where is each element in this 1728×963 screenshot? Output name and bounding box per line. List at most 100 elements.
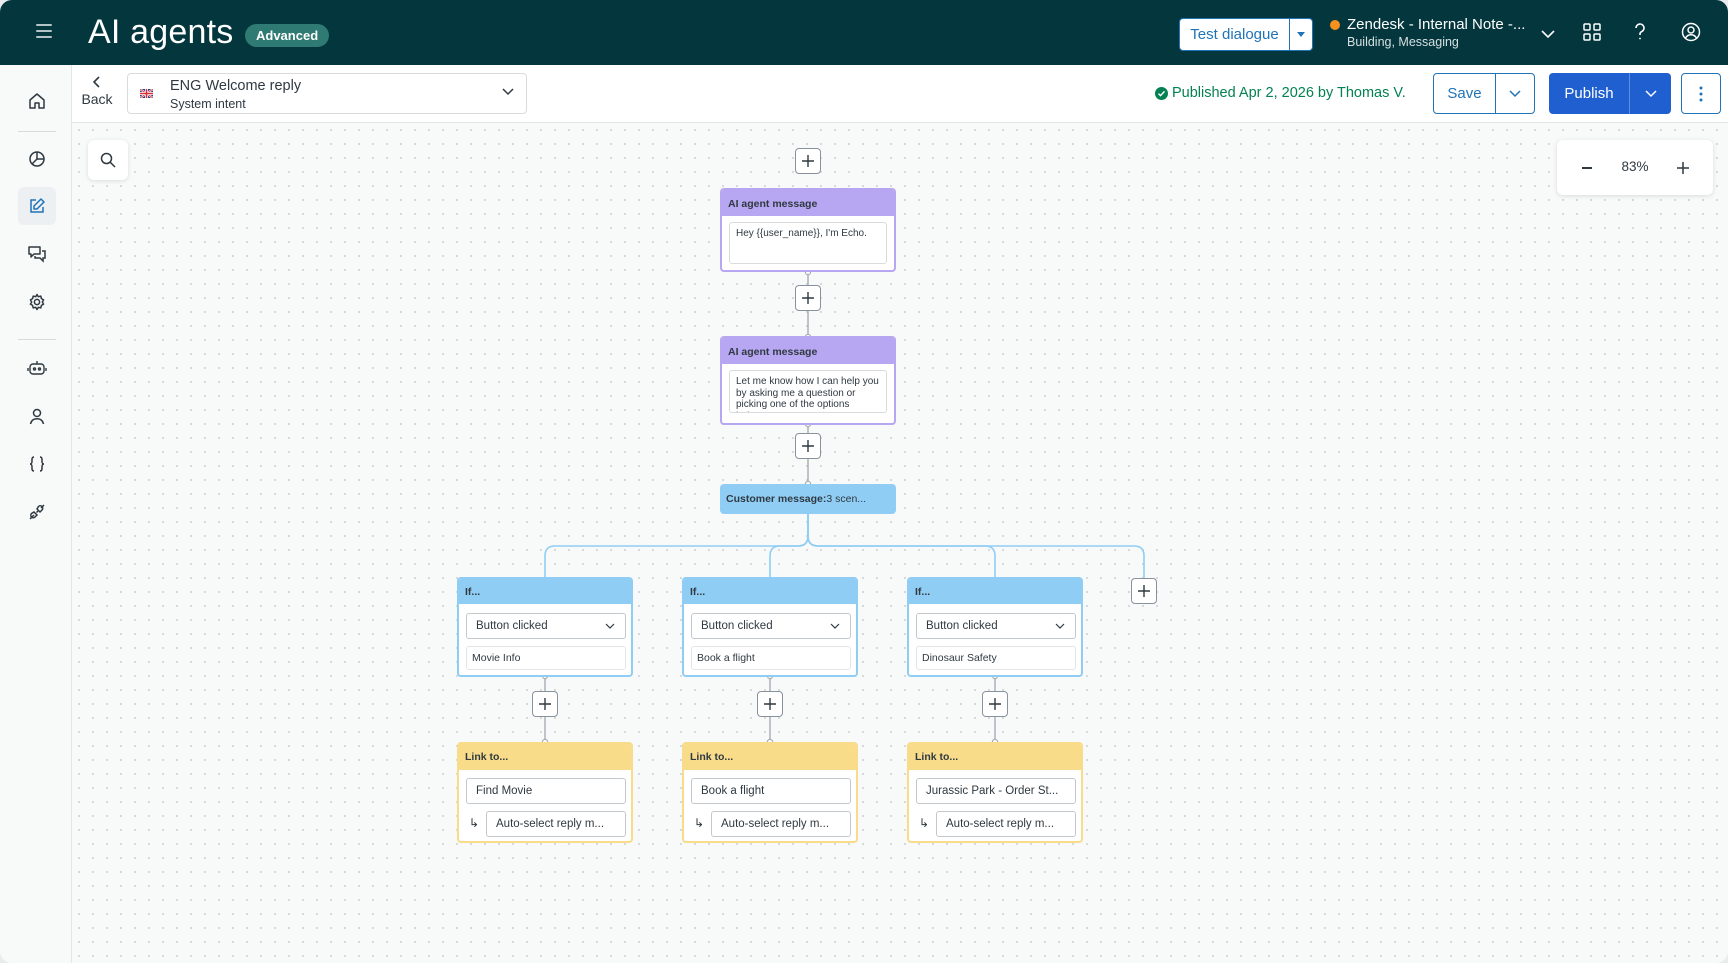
chevron-down-icon (502, 88, 514, 96)
plus-icon (802, 440, 814, 452)
zoom-in-button[interactable] (1673, 158, 1693, 178)
add-step-button[interactable] (795, 148, 821, 174)
link-to-node[interactable]: Link to... Book a flight ↳ Auto-select r… (682, 742, 858, 843)
node-title: AI agent message (722, 190, 894, 216)
message-text[interactable]: Hey {{user_name}}, I'm Echo. (729, 222, 887, 264)
settings-gear-icon[interactable] (18, 283, 56, 321)
condition-value[interactable]: Book a flight (691, 646, 851, 670)
intent-type: System intent (170, 97, 246, 111)
publish-options-button[interactable] (1630, 73, 1671, 114)
publish-button[interactable]: Publish (1549, 73, 1630, 114)
add-step-button[interactable] (795, 285, 821, 311)
analytics-icon[interactable] (18, 140, 56, 178)
agent-message-node[interactable]: AI agent message Hey {{user_name}}, I'm … (720, 188, 896, 272)
condition-type: Button clicked (476, 620, 548, 632)
integrations-plug-icon[interactable] (18, 493, 56, 531)
canvas-search-button[interactable] (88, 140, 128, 180)
menu-icon[interactable] (36, 24, 52, 38)
chevron-down-icon (605, 623, 615, 629)
plus-icon (802, 292, 814, 304)
chevron-down-icon (1055, 623, 1065, 629)
flow-canvas[interactable] (72, 123, 1728, 963)
save-split-button[interactable]: Save (1433, 73, 1535, 114)
link-target[interactable]: Jurassic Park - Order St... (916, 778, 1076, 804)
condition-select[interactable]: Button clicked (916, 613, 1076, 639)
node-title: AI agent message (722, 338, 894, 364)
back-button[interactable]: Back (80, 75, 114, 107)
search-icon (100, 152, 116, 168)
help-icon[interactable] (1629, 21, 1651, 43)
braces-icon[interactable] (18, 445, 56, 483)
chevron-left-icon (93, 76, 100, 88)
scenario-count: 3 scen... (826, 493, 867, 505)
node-title: Link to... (459, 744, 631, 770)
bot-icon[interactable] (18, 349, 56, 387)
add-step-button[interactable] (532, 691, 558, 717)
status-dot (1330, 20, 1340, 30)
condition-type: Button clicked (701, 620, 773, 632)
app-title: AI agents (88, 13, 234, 51)
add-step-button[interactable] (795, 433, 821, 459)
chevron-down-icon (1509, 89, 1521, 97)
home-icon[interactable] (18, 82, 56, 120)
return-arrow-icon: ↳ (469, 816, 480, 830)
add-scenario-button[interactable] (1131, 578, 1157, 604)
caret-down-icon (1297, 32, 1305, 37)
link-to-node[interactable]: Link to... Jurassic Park - Order St... ↳… (907, 742, 1083, 843)
test-dialogue-button[interactable]: Test dialogue (1179, 18, 1313, 51)
zoom-out-button[interactable] (1577, 158, 1597, 178)
publish-split-button[interactable]: Publish (1549, 73, 1671, 114)
node-title: Link to... (684, 744, 856, 770)
condition-value[interactable]: Dinosaur Safety (916, 646, 1076, 670)
node-title: Customer message:3 scen... (720, 484, 896, 514)
add-step-button[interactable] (982, 691, 1008, 717)
nav-divider (18, 131, 56, 132)
more-options-button[interactable] (1681, 73, 1721, 114)
condition-value[interactable]: Movie Info (466, 646, 626, 670)
check-circle-icon (1155, 86, 1168, 100)
node-title: If... (684, 579, 856, 604)
link-to-node[interactable]: Link to... Find Movie ↳ Auto-select repl… (457, 742, 633, 843)
message-text[interactable]: Let me know how I can help you by asking… (729, 370, 887, 413)
node-title: If... (459, 579, 631, 604)
zoom-level: 83% (1621, 159, 1649, 174)
zoom-controls: 83% (1557, 140, 1713, 195)
auto-select-reply[interactable]: Auto-select reply m... (711, 811, 851, 837)
back-label: Back (81, 91, 113, 107)
link-target[interactable]: Book a flight (691, 778, 851, 804)
chevron-down-icon[interactable] (1541, 26, 1555, 44)
workspace-name[interactable]: Zendesk - Internal Note -... (1347, 16, 1526, 33)
auto-select-reply[interactable]: Auto-select reply m... (486, 811, 626, 837)
plus-icon (764, 698, 776, 710)
test-dialogue-label[interactable]: Test dialogue (1180, 19, 1290, 50)
condition-node[interactable]: If... Button clicked Movie Info (457, 577, 633, 677)
plan-badge: Advanced (245, 24, 330, 47)
apps-grid-icon[interactable] (1581, 21, 1603, 43)
save-button[interactable]: Save (1434, 74, 1496, 113)
auto-select-reply[interactable]: Auto-select reply m... (936, 811, 1076, 837)
add-step-button[interactable] (757, 691, 783, 717)
nav-divider (18, 339, 56, 340)
condition-node[interactable]: If... Button clicked Book a flight (682, 577, 858, 677)
node-title: Link to... (909, 744, 1081, 770)
user-icon[interactable] (18, 397, 56, 435)
agent-message-node[interactable]: AI agent message Let me know how I can h… (720, 336, 896, 425)
workspace-channels: Building, Messaging (1347, 35, 1459, 49)
user-avatar-icon[interactable] (1680, 21, 1702, 43)
condition-select[interactable]: Button clicked (466, 613, 626, 639)
chevron-down-icon (830, 623, 840, 629)
uk-flag-icon (140, 89, 153, 98)
conversations-icon[interactable] (18, 235, 56, 273)
condition-node[interactable]: If... Button clicked Dinosaur Safety (907, 577, 1083, 677)
editor-toolbar: Back ENG Welcome reply System intent Pub… (72, 65, 1728, 123)
save-options-button[interactable] (1496, 74, 1534, 113)
intent-selector[interactable]: ENG Welcome reply System intent (127, 73, 527, 114)
link-target[interactable]: Find Movie (466, 778, 626, 804)
intent-title: ENG Welcome reply (170, 78, 302, 94)
customer-message-node[interactable]: Customer message:3 scen... (720, 484, 896, 514)
test-dialogue-dropdown[interactable] (1290, 19, 1312, 50)
return-arrow-icon: ↳ (919, 816, 930, 830)
condition-select[interactable]: Button clicked (691, 613, 851, 639)
edit-icon[interactable] (18, 187, 56, 225)
